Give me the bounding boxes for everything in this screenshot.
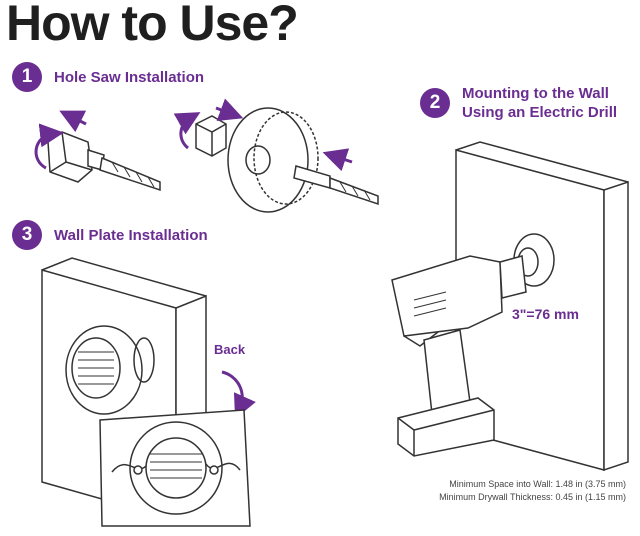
spec-notes: Minimum Space into Wall: 1.48 in (3.75 m…	[439, 478, 626, 504]
step-3-badge: 3	[12, 220, 42, 250]
wall-plate-back-detail-icon	[99, 409, 251, 527]
note-min-space: Minimum Space into Wall: 1.48 in (3.75 m…	[449, 479, 626, 489]
electric-drill-icon	[391, 255, 527, 457]
step-2-badge: 2	[420, 88, 450, 118]
rotate-arrow-icon	[34, 123, 64, 170]
step-1-badge: 1	[12, 62, 42, 92]
note-min-drywall: Minimum Drywall Thickness: 0.45 in (1.15…	[439, 492, 626, 502]
step-1: 1 Hole Saw Installation	[12, 62, 204, 92]
wall-plate-icon	[65, 325, 155, 415]
step-1-label: Hole Saw Installation	[54, 68, 205, 86]
step-3: 3 Wall Plate Installation	[12, 220, 208, 250]
drill-bit-assembly-icon	[47, 131, 161, 192]
direction-arrow-icon	[322, 148, 353, 172]
direction-arrow-icon	[215, 98, 244, 122]
rotate-arrow-icon	[173, 112, 201, 150]
back-callout: Back	[214, 342, 246, 357]
hole-saw-icon	[227, 107, 379, 213]
page-title: How to Use?	[6, 0, 299, 51]
back-arrow-icon	[221, 370, 256, 419]
wall-panel-icon	[455, 141, 629, 472]
hex-nut-icon	[195, 115, 227, 157]
step-2-label: Mounting to the Wall Using an Electric D…	[462, 85, 618, 121]
direction-arrow-icon	[59, 110, 87, 133]
size-callout: 3"=76 mm	[512, 306, 579, 322]
step-2: 2 Mounting to the Wall Using an Electric…	[420, 84, 617, 122]
step-3-label: Wall Plate Installation	[54, 226, 208, 244]
